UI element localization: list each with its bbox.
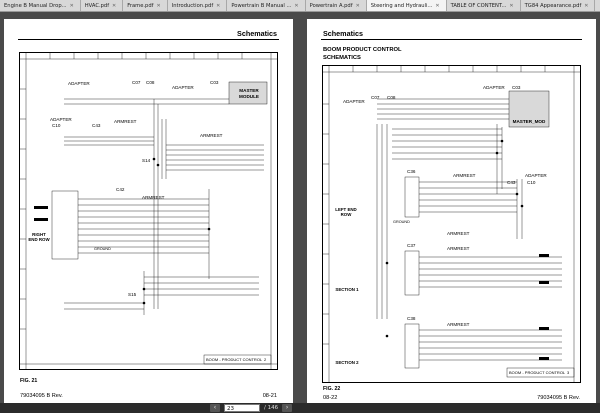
label-connector: C07: [132, 80, 141, 85]
label-splice: S15: [128, 292, 137, 297]
tab-frame[interactable]: Frame.pdf✕: [123, 0, 168, 11]
header-rule: [18, 39, 279, 41]
page-header: Schematics: [237, 29, 277, 38]
schematic-right: [322, 65, 581, 383]
label-armrest: ARMREST: [142, 195, 165, 200]
label-connector: C43: [507, 180, 516, 185]
label-armrest: ARMREST: [114, 119, 137, 124]
close-icon[interactable]: ✕: [355, 3, 360, 9]
tab-engine-b[interactable]: Engine B Manual Drop...✕: [0, 0, 81, 11]
page-header: Schematics: [323, 29, 363, 38]
figure-label: FIG. 21: [20, 378, 38, 384]
status-bar: [0, 403, 600, 413]
label-armrest: ARMREST: [447, 246, 470, 251]
label-connector: C42: [116, 187, 125, 192]
tab-label: HVAC.pdf: [84, 3, 110, 9]
footer-left: 08-22: [323, 395, 338, 401]
tab-introduction[interactable]: Introduction.pdf✕: [168, 0, 228, 11]
tab-table-of-contents[interactable]: TABLE OF CONTENT...✕: [447, 0, 521, 11]
page-number-input[interactable]: 23: [224, 404, 260, 412]
tab-powertrain-a[interactable]: Powertrain A.pdf✕: [306, 0, 367, 11]
label-connector: C03: [512, 85, 521, 90]
page-right: Schematics BOOM PRODUCT CONTROL SCHEMATI…: [307, 19, 596, 403]
section-1-label: SECTION 1: [335, 287, 359, 292]
close-icon[interactable]: ✕: [112, 3, 117, 9]
tab-tg84[interactable]: TG84 Appearance.pdf✕: [521, 0, 596, 11]
label-adapter: ADAPTER: [68, 81, 90, 86]
tab-label: Powertrain A.pdf: [309, 3, 353, 9]
tab-powertrain-b[interactable]: Powertrain B Manual ...✕: [227, 0, 306, 11]
header-rule: [321, 39, 582, 41]
title-box-page: 2: [264, 357, 267, 362]
title-box: BOOM - PRODUCT CONTROL: [509, 370, 566, 375]
close-icon[interactable]: ✕: [69, 3, 74, 9]
footer-left: 79034095 B Rev.: [20, 393, 63, 399]
tab-label: Steering and Hydrauli...: [370, 3, 433, 9]
close-icon[interactable]: ✕: [509, 3, 514, 9]
label-armrest: ARMREST: [447, 322, 470, 327]
right-end-row-label: RIGHT END ROW: [28, 232, 50, 242]
label-connector: C10: [52, 123, 61, 128]
label-ground: GROUND: [94, 247, 111, 251]
page-navigator: ‹ 23 / 146 ›: [210, 403, 293, 413]
tab-label: TG84 Appearance.pdf: [524, 3, 582, 9]
label-splice: S14: [142, 158, 151, 163]
footer-right: 79034095 B Rev.: [537, 395, 580, 401]
page-left: Schematics: [4, 19, 293, 403]
close-icon[interactable]: ✕: [294, 3, 299, 9]
label-adapter: ADAPTER: [525, 173, 547, 178]
tab-steering[interactable]: Steering and Hydrauli...✕: [366, 0, 447, 11]
tab-label: TABLE OF CONTENT...: [450, 3, 507, 9]
close-icon[interactable]: ✕: [216, 3, 221, 9]
tab-label: Introduction.pdf: [171, 3, 214, 9]
section-subtitle: SCHEMATICS: [323, 55, 361, 61]
label-connector: C36: [407, 169, 416, 174]
page-total: / 146: [264, 405, 279, 411]
schematic-left: [19, 52, 278, 370]
figure-label: FIG. 22: [323, 386, 341, 392]
close-icon[interactable]: ✕: [435, 3, 440, 9]
label-adapter: ADAPTER: [483, 85, 505, 90]
tab-hvac[interactable]: HVAC.pdf✕: [81, 0, 124, 11]
label-connector: C08: [387, 95, 396, 100]
label-connector: C43: [92, 123, 101, 128]
document-viewer[interactable]: Schematics: [0, 12, 600, 403]
schematic-frame: [19, 52, 278, 370]
label-connector: C38: [407, 316, 416, 321]
section-title: BOOM PRODUCT CONTROL: [323, 47, 402, 53]
section-2-label: SECTION 2: [335, 360, 359, 365]
footer-right: 08-21: [262, 393, 277, 399]
title-box-page: 3: [567, 370, 570, 375]
label-armrest: ARMREST: [447, 231, 470, 236]
label-armrest: ARMREST: [453, 173, 476, 178]
label-connector: C07: [371, 95, 380, 100]
title-box: BOOM - PRODUCT CONTROL: [206, 357, 263, 362]
label-ground: GROUND: [393, 220, 410, 224]
prev-page-button[interactable]: ‹: [210, 404, 220, 412]
close-icon[interactable]: ✕: [584, 3, 589, 9]
left-end-row-label: LEFT END ROW: [335, 207, 357, 217]
next-page-button[interactable]: ›: [282, 404, 293, 412]
tab-label: Frame.pdf: [127, 3, 154, 9]
label-armrest: ARMREST: [200, 133, 223, 138]
tab-label: Powertrain B Manual ...: [231, 3, 292, 9]
label-connector: C10: [527, 180, 536, 185]
tab-label: Engine B Manual Drop...: [4, 3, 67, 9]
label-adapter: ADAPTER: [172, 85, 194, 90]
close-icon[interactable]: ✕: [156, 3, 161, 9]
label-connector: C37: [407, 243, 416, 248]
tab-bar: Engine B Manual Drop...✕ HVAC.pdf✕ Frame…: [0, 0, 600, 12]
label-adapter: ADAPTER: [343, 99, 365, 104]
label-connector: C08: [146, 80, 155, 85]
master-module-label: MASTER MODULE: [239, 88, 259, 99]
label-adapter: ADAPTER: [50, 117, 72, 122]
master-module-label: MASTER_MOD: [512, 119, 546, 124]
label-connector: C03: [210, 80, 219, 85]
